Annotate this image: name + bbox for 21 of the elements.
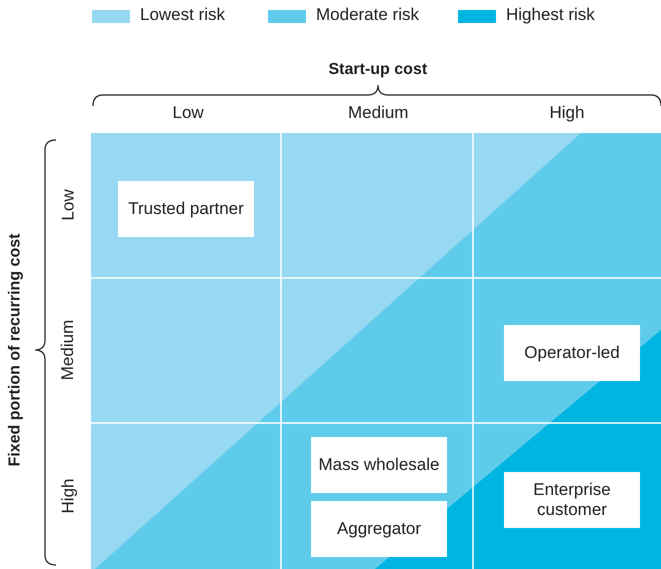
label-box: [504, 472, 640, 528]
box-text: Trusted partner: [128, 199, 244, 219]
label-box: [118, 181, 254, 237]
column-heading: Low: [172, 103, 204, 123]
axis-title: Fixed portion of recurring cost: [6, 234, 24, 466]
box-text: Operator-led: [524, 343, 620, 363]
column-heading: High: [550, 103, 584, 123]
row-heading: High: [58, 478, 78, 514]
box-text: Enterprise customer: [532, 480, 612, 520]
label-box: [504, 325, 640, 381]
label-box: [311, 501, 447, 557]
legend-label: Lowest risk: [140, 5, 226, 25]
box-text: Mass wholesale: [318, 455, 440, 475]
column-heading: Medium: [348, 103, 408, 123]
row-heading: Low: [58, 189, 78, 221]
legend-label: Moderate risk: [316, 5, 419, 25]
label-box: [311, 437, 447, 493]
legend-label: Highest risk: [506, 5, 595, 25]
axis-title: Start-up cost: [328, 61, 428, 79]
box-text: Aggregator: [336, 519, 422, 539]
row-heading: Medium: [58, 320, 78, 380]
